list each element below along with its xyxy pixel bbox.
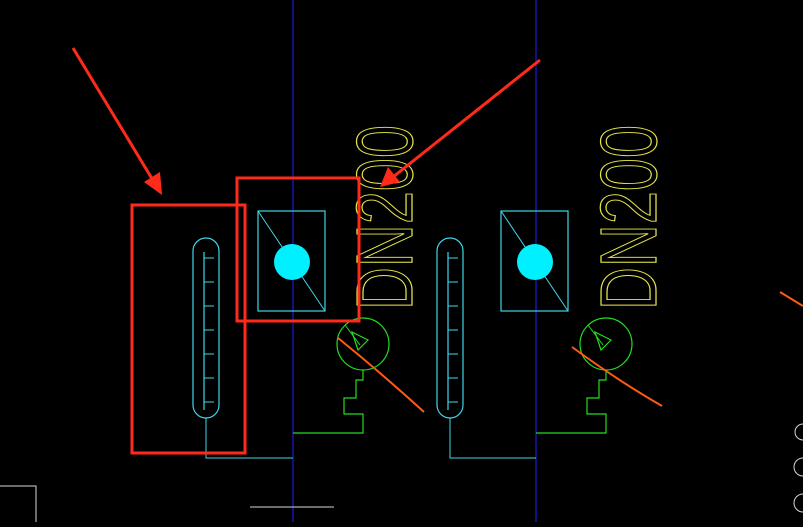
dn-label-left: DN200 [340,125,429,310]
valve-icon [500,210,569,312]
thermometer-icon [192,237,293,459]
pressure-gauge-icon [293,317,390,434]
pressure-gauge-icon [536,317,633,434]
instrument-group-left: DN200 [192,124,430,459]
orange-line-edge [779,291,803,307]
thermometer-icon [436,237,536,459]
arrow-icon [71,47,162,195]
orange-line-right [571,346,663,407]
orange-line-left [337,337,425,413]
annotation-highlight-valve [235,176,361,323]
partial-shapes-right-edge [793,423,803,513]
dn-label-right: DN200 [584,125,673,310]
annotation-highlight-thermometer [130,203,247,455]
arrow-icon [380,58,541,187]
instrument-group-right: DN200 [436,124,674,459]
valve-icon [257,210,326,312]
corner-frame-bottom-left [0,485,37,522]
